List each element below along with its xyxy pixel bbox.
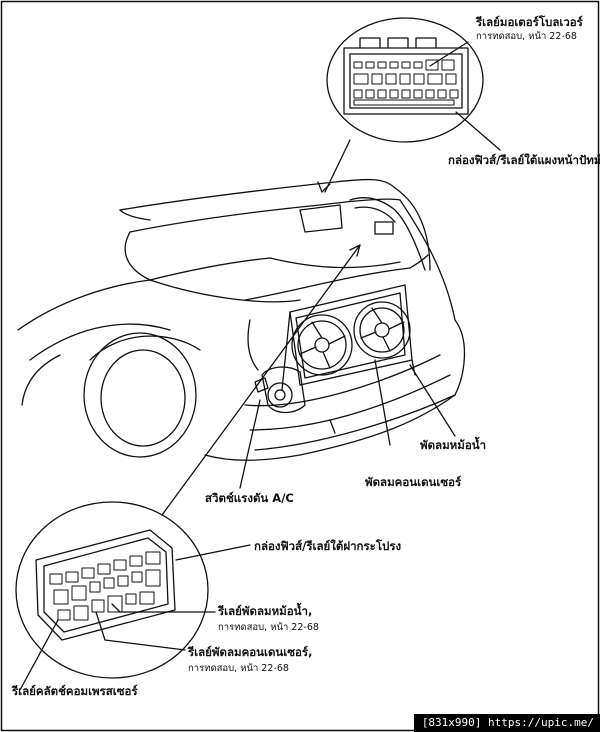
hood-fuse-leader [175,544,251,561]
ac-pressure-switch-label: สวิตช์แรงดัน A/C [205,491,294,505]
condenser-fan-leader [374,359,391,446]
condenser-fan-label: พัดลมคอนเดนเซอร์ [365,475,462,489]
hood-fuse-box-label: กล่องฟิวส์/รีเลย์ใต้ฝากระโปรง [254,539,402,553]
dash-fuse-box-label: กล่องฟิวส์/รีเลย์ใต้แผงหน้าปัทม์ [448,153,600,167]
radiator-fan-relay-ref: การทดสอบ, หน้า 22-68 [218,622,319,633]
condenser-relay-leader [95,611,186,651]
watermark: [831x990] https://upic.me/ [413,714,600,732]
radiator-fan-label: พัดลมหม้อน้ำ [420,438,487,452]
blower-relay-leader [429,41,469,67]
radiator-relay-leader [111,603,216,613]
compressor-clutch-relay-label: รีเลย์คลัตช์คอมเพรสเซอร์ [12,684,138,698]
dash-fuse-box-callout [326,17,501,151]
radiator-fan-relay-label: รีเลย์พัดลมหม้อน้ำ, [218,604,313,618]
hood-outline [119,178,431,271]
dash-fuse-leader [455,111,501,151]
hood-fuse-box-callout [15,501,251,691]
engine-wiring [244,254,429,371]
compressor [254,366,306,414]
fan-assembly [281,284,416,391]
ac-switch-leader [239,399,261,489]
radiator-fan-leader [409,364,456,437]
condenser-fan-relay-ref: การทดสอบ, หน้า 22-68 [188,663,289,674]
blower-relay-ref: การทดสอบ, หน้า 22-68 [476,31,577,42]
bottom-callout-connector [161,244,361,516]
blower-relay-label: รีเลย์มอเตอร์โบลเวอร์ [476,15,583,29]
car-body-outline [17,198,466,461]
clutch-relay-leader [19,619,59,691]
top-callout-connector [324,139,351,193]
condenser-fan-relay-label: รีเลย์พัดลมคอนเดนเซอร์, [188,645,313,659]
